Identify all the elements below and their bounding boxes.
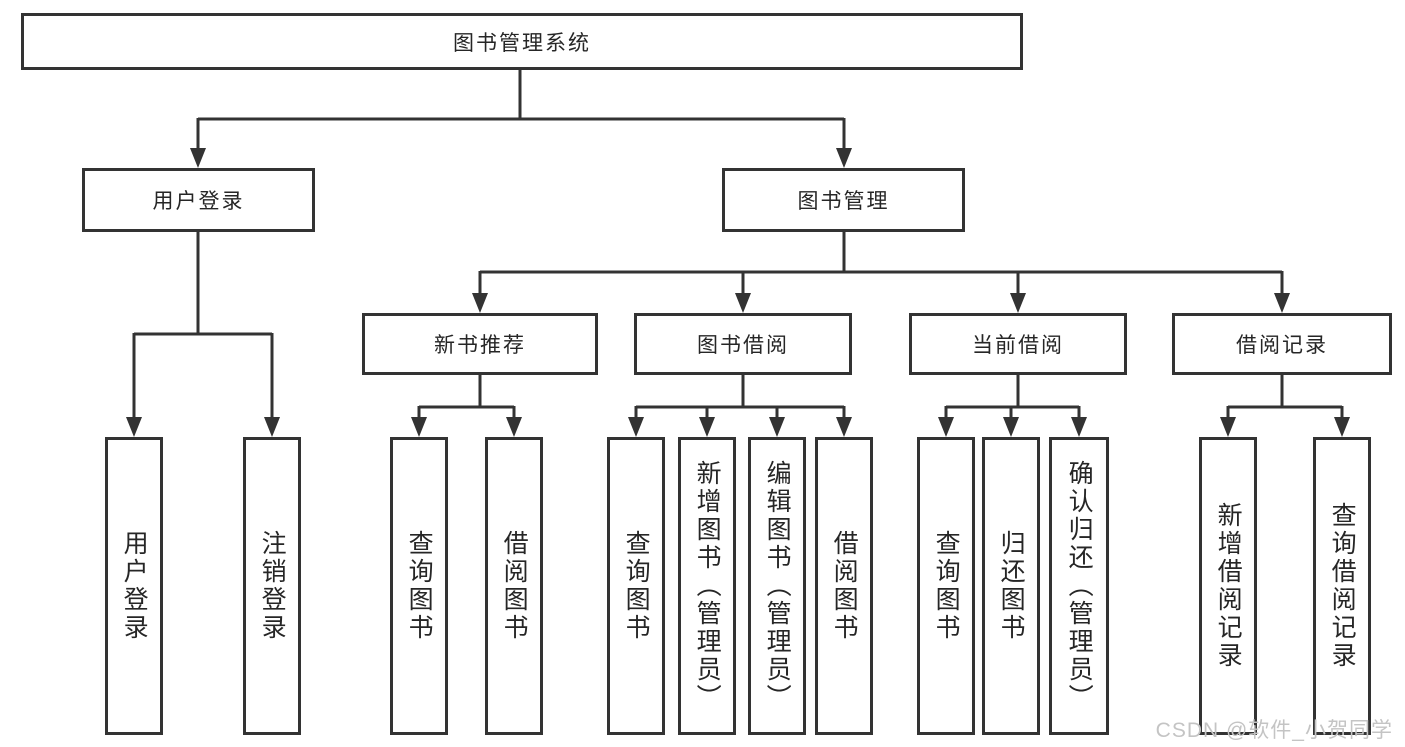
node-current-borrow-label: 当前借阅 [972,334,1064,357]
leaf-query-books-current: 查询图书 [917,437,975,735]
leaf-logout: 注销登录 [243,437,301,735]
node-new-book-recommend-label: 新书推荐 [434,334,526,357]
leaf-query-books-recommend-label: 查询图书 [405,530,434,642]
node-new-book-recommend: 新书推荐 [362,313,598,375]
leaf-borrow-books-label: 借阅图书 [830,530,859,642]
leaf-add-book-admin: 新增图书（管理员） [678,437,736,735]
leaf-confirm-return-admin-label: 确认归还（管理员） [1065,460,1094,712]
node-book-borrow: 图书借阅 [634,313,852,375]
leaf-return-book-label: 归还图书 [997,530,1026,642]
node-borrow-records: 借阅记录 [1172,313,1392,375]
leaf-add-borrow-record: 新增借阅记录 [1199,437,1257,735]
leaf-add-book-admin-label: 新增图书（管理员） [693,460,722,712]
node-borrow-records-label: 借阅记录 [1236,334,1328,357]
leaf-return-book: 归还图书 [982,437,1040,735]
leaf-query-borrow-record-label: 查询借阅记录 [1328,502,1357,670]
leaf-add-borrow-record-label: 新增借阅记录 [1214,502,1243,670]
leaf-query-books-recommend: 查询图书 [390,437,448,735]
arrowheads [126,148,1350,437]
leaf-borrow-books: 借阅图书 [815,437,873,735]
leaf-user-login-label: 用户登录 [120,530,149,642]
leaf-query-books-current-label: 查询图书 [932,530,961,642]
leaf-edit-book-admin-label: 编辑图书（管理员） [763,460,792,712]
leaf-edit-book-admin: 编辑图书（管理员） [748,437,806,735]
node-user-login-label: 用户登录 [152,190,245,213]
node-user-login: 用户登录 [82,168,315,232]
node-root: 图书管理系统 [21,13,1023,70]
node-current-borrow: 当前借阅 [909,313,1127,375]
leaf-logout-label: 注销登录 [258,530,287,642]
node-book-management: 图书管理 [722,168,965,232]
leaf-borrow-books-recommend: 借阅图书 [485,437,543,735]
node-book-borrow-label: 图书借阅 [697,334,789,357]
leaf-confirm-return-admin: 确认归还（管理员） [1049,437,1109,735]
leaf-user-login: 用户登录 [105,437,163,735]
leaf-query-books-borrow-label: 查询图书 [622,530,651,642]
leaf-query-borrow-record: 查询借阅记录 [1313,437,1371,735]
node-root-label: 图书管理系统 [453,31,591,55]
leaf-borrow-books-recommend-label: 借阅图书 [500,530,529,642]
watermark-text: CSDN @软件_小贺同学 [1155,719,1393,742]
node-book-management-label: 图书管理 [797,190,890,213]
leaf-query-books-borrow: 查询图书 [607,437,665,735]
